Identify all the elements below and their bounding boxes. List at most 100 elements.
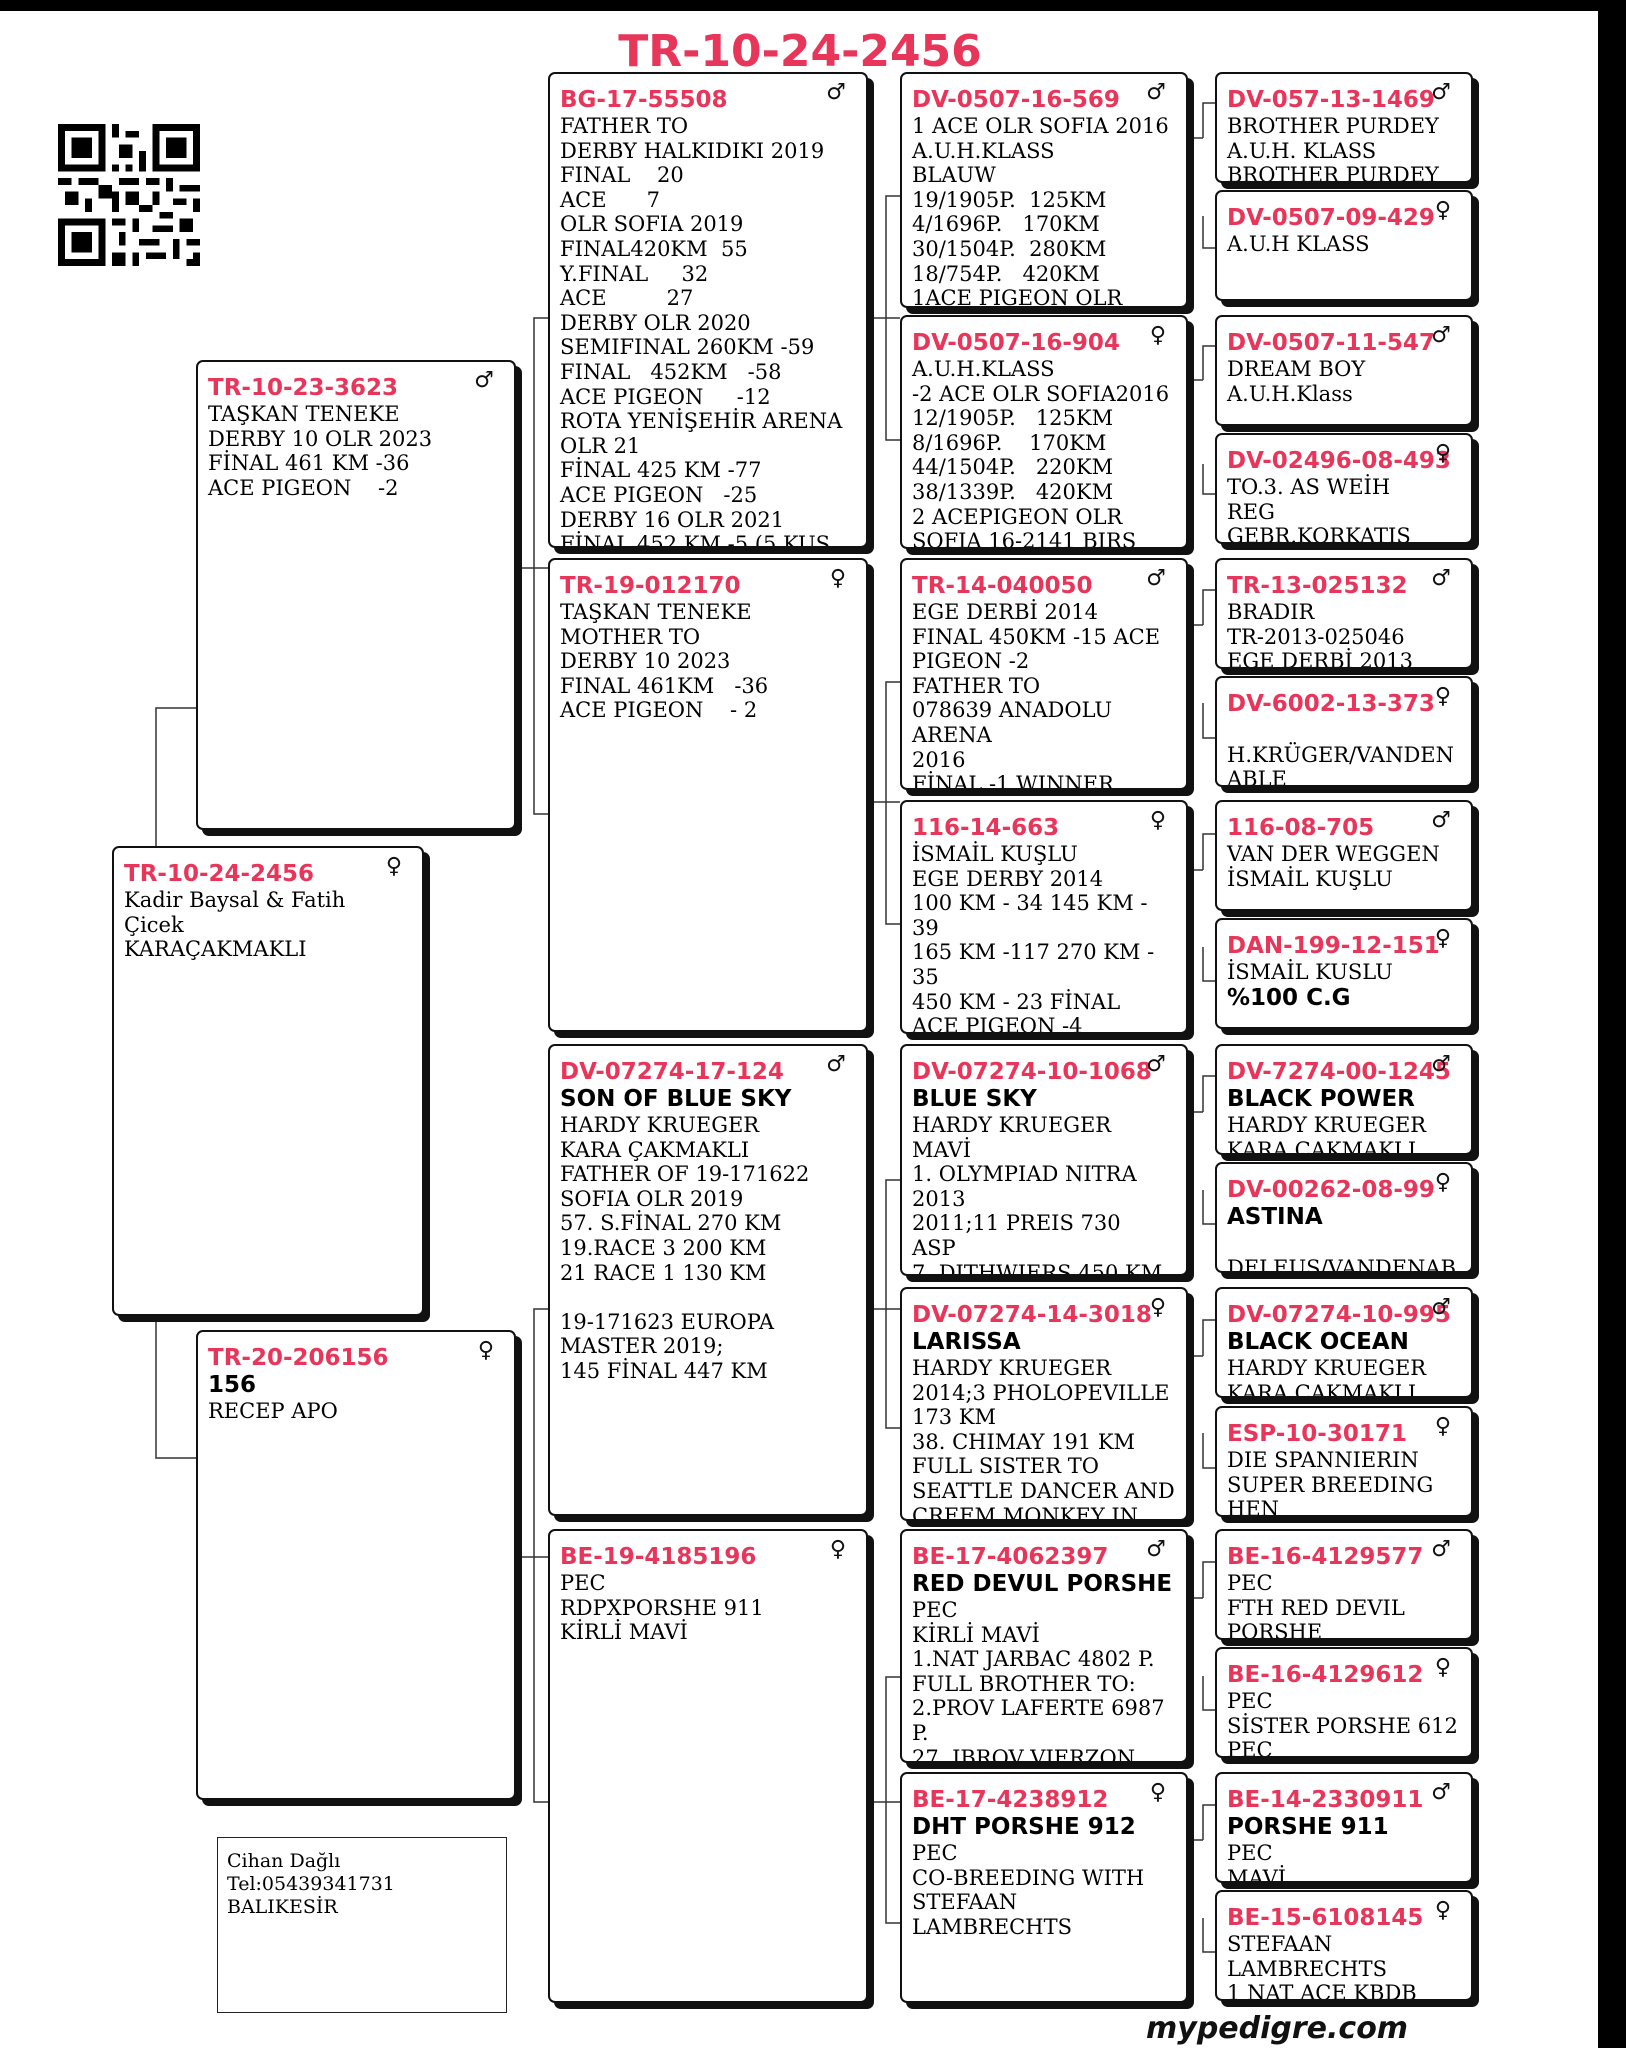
ring-number[interactable]: TR-20-206156	[208, 1345, 389, 1371]
bird-notes: İSMAİL KUSLU	[1227, 960, 1393, 984]
ring-number[interactable]: BE-17-4062397	[912, 1544, 1109, 1570]
female-icon: ♀	[1434, 1414, 1451, 1439]
top-border	[0, 0, 1626, 11]
female-icon: ♀	[1149, 808, 1166, 833]
ring-number[interactable]: DV-0507-16-904	[912, 330, 1120, 356]
ring-number[interactable]: DV-0507-11-547	[1227, 330, 1435, 356]
ring-number[interactable]: BE-16-4129577	[1227, 1544, 1424, 1570]
contact-name: Cihan Dağlı	[227, 1850, 341, 1872]
ring-number[interactable]: TR-10-24-2456	[124, 861, 315, 887]
female-icon: ♀	[385, 854, 402, 879]
bird-notes: TO.3. AS WEİH REG GEBR.KORKATIS	[1227, 475, 1411, 544]
brand-footer[interactable]: mypedigre.com	[1146, 2011, 1409, 2046]
ring-number[interactable]: DAN-199-12-151	[1227, 933, 1440, 959]
bird-name: BLACK POWER	[1227, 1086, 1415, 1112]
male-icon: ♂	[1431, 1537, 1451, 1562]
bird-notes: A.U.H KLASS	[1227, 232, 1370, 256]
ring-number[interactable]: DV-057-13-1469	[1227, 87, 1435, 113]
male-icon: ♂	[1431, 1780, 1451, 1805]
male-icon: ♂	[1146, 80, 1166, 105]
female-icon: ♀	[477, 1338, 494, 1363]
right-border	[1598, 0, 1626, 2048]
ring-number[interactable]: DV-00262-08-99	[1227, 1177, 1435, 1203]
ring-number[interactable]: DV-7274-00-1245	[1227, 1059, 1451, 1085]
ring-number[interactable]: DV-07274-10-995	[1227, 1302, 1451, 1328]
female-icon: ♀	[1434, 1170, 1451, 1195]
ring-number[interactable]: BE-15-6108145	[1227, 1905, 1424, 1931]
ring-number[interactable]: 116-14-663	[912, 815, 1060, 841]
bird-notes: PEC KİRLİ MAVİ 1.NAT JARBAC 4802 P. FULL…	[912, 1598, 1165, 1763]
bird-name: 156	[208, 1372, 257, 1398]
ring-number[interactable]: DV-0507-16-569	[912, 87, 1120, 113]
female-icon: ♀	[1149, 1780, 1166, 1805]
bird-notes: TAŞKAN TENEKE DERBY 10 OLR 2023 FİNAL 46…	[208, 402, 433, 500]
bird-notes: EGE DERBİ 2014 FINAL 450KM -15 ACE PIGEO…	[912, 600, 1161, 790]
male-icon: ♂	[1431, 80, 1451, 105]
ring-number[interactable]: BG-17-55508	[560, 87, 728, 113]
female-icon: ♀	[1434, 684, 1451, 709]
ring-number[interactable]: DV-07274-14-3018	[912, 1302, 1152, 1328]
ring-number[interactable]: DV-02496-08-493	[1227, 448, 1451, 474]
ring-number[interactable]: TR-13-025132	[1227, 573, 1408, 599]
male-icon: ♂	[1431, 323, 1451, 348]
female-icon: ♀	[1434, 1898, 1451, 1923]
bird-notes: STEFAAN LAMBRECHTS 1 NAT ACE KBDB SMD 20…	[1227, 1932, 1417, 2001]
ring-number[interactable]: BE-16-4129612	[1227, 1662, 1424, 1688]
ring-number[interactable]: BE-14-2330911	[1227, 1787, 1424, 1813]
ring-number[interactable]: BE-19-4185196	[560, 1544, 757, 1570]
female-icon: ♀	[1434, 198, 1451, 223]
ring-number[interactable]: DV-07274-17-124	[560, 1059, 784, 1085]
ring-number[interactable]: TR-19-012170	[560, 573, 741, 599]
ring-number[interactable]: TR-14-040050	[912, 573, 1093, 599]
pedigree-card[interactable]: ♀DV-6002-13-373 H.KRÜGER/VANDENABLE SÜPE…	[1215, 676, 1473, 787]
ring-number[interactable]: ESP-10-30171	[1227, 1421, 1407, 1447]
bird-notes: HARDY KRUEGER KARA ÇAKMAKLI	[1227, 1356, 1427, 1398]
ring-number[interactable]: 116-08-705	[1227, 815, 1375, 841]
male-icon: ♂	[1431, 1295, 1451, 1320]
ring-number[interactable]: BE-17-4238912	[912, 1787, 1109, 1813]
ring-number[interactable]: DV-0507-09-429	[1227, 205, 1435, 231]
bird-notes: TAŞKAN TENEKE MOTHER TO DERBY 10 2023 FI…	[560, 600, 769, 723]
bird-notes: PEC MAVİ	[1227, 1841, 1287, 1883]
female-icon: ♀	[1434, 926, 1451, 951]
ring-number[interactable]: DV-6002-13-373	[1227, 691, 1435, 717]
bird-notes: HARDY KRUEGER MAVİ 1. OLYMPIAD NITRA 201…	[912, 1113, 1163, 1276]
female-icon: ♀	[829, 1537, 846, 1562]
male-icon: ♂	[1431, 1052, 1451, 1077]
ring-number[interactable]: TR-10-23-3623	[208, 375, 399, 401]
ring-number[interactable]: DV-07274-10-1068	[912, 1059, 1152, 1085]
bird-notes: PEC SİSTER PORSHE 612 PEC	[1227, 1689, 1458, 1758]
bird-notes: DREAM BOY A.U.H.Klass	[1227, 357, 1366, 406]
bird-notes: 1 ACE OLR SOFIA 2016 A.U.H.KLASS BLAUW 1…	[912, 114, 1169, 308]
